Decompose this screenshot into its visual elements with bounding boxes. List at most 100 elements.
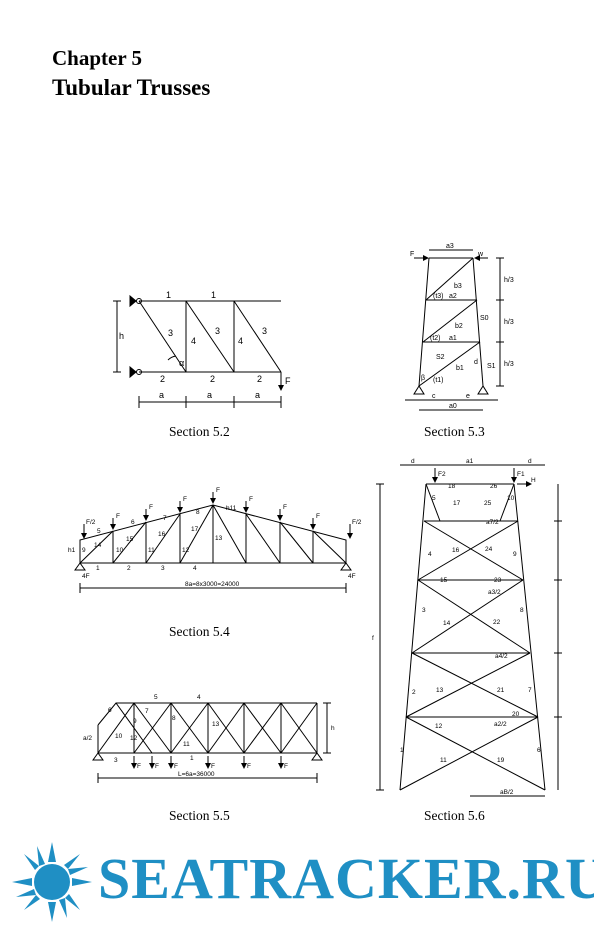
section-5-6-labels: d d a1 F1 F2 H f aB/2 a7/2 a3/2 a4/2 a2/…	[372, 458, 541, 796]
svg-text:13: 13	[212, 721, 220, 728]
svg-text:F: F	[284, 763, 288, 770]
svg-text:2: 2	[257, 374, 262, 384]
svg-text:a4/2: a4/2	[495, 653, 508, 660]
svg-text:a: a	[207, 390, 212, 400]
svg-text:21: 21	[497, 687, 505, 694]
svg-text:h/3: h/3	[504, 319, 514, 326]
truss-section-5-3	[405, 249, 504, 411]
svg-text:1: 1	[166, 290, 171, 300]
truss-section-5-4	[74, 492, 353, 593]
svg-text:1: 1	[190, 755, 194, 762]
svg-text:8: 8	[520, 607, 524, 614]
svg-text:15: 15	[126, 536, 134, 543]
svg-text:26: 26	[490, 483, 498, 490]
svg-text:a2/2: a2/2	[494, 721, 507, 728]
svg-text:a3/2: a3/2	[488, 589, 501, 596]
svg-text:2: 2	[127, 565, 131, 572]
svg-text:12: 12	[435, 723, 443, 730]
svg-text:10: 10	[507, 495, 515, 502]
caption-section-5-6: Section 5.6	[424, 808, 485, 823]
svg-text:17: 17	[191, 526, 199, 533]
svg-text:F: F	[283, 504, 287, 511]
svg-text:23: 23	[494, 577, 502, 584]
svg-text:d: d	[528, 458, 532, 465]
svg-text:F: F	[183, 496, 187, 503]
svg-text:12: 12	[130, 735, 138, 742]
svg-text:13: 13	[215, 535, 223, 542]
svg-text:19: 19	[497, 757, 505, 764]
svg-text:a1: a1	[449, 335, 457, 342]
svg-text:β: β	[421, 375, 425, 382]
svg-text:8: 8	[196, 509, 200, 516]
svg-text:4: 4	[238, 336, 243, 346]
svg-text:S1: S1	[487, 363, 496, 370]
svg-text:d: d	[411, 458, 415, 465]
svg-text:6: 6	[108, 707, 112, 714]
svg-text:F: F	[285, 376, 291, 386]
svg-text:4F: 4F	[348, 573, 356, 580]
svg-text:16: 16	[158, 531, 166, 538]
svg-text:(t2): (t2)	[430, 335, 441, 342]
svg-text:a: a	[255, 390, 260, 400]
svg-text:11: 11	[183, 741, 190, 748]
svg-text:d: d	[474, 359, 478, 366]
svg-text:2: 2	[210, 374, 215, 384]
svg-text:F: F	[316, 513, 320, 520]
svg-text:16: 16	[452, 547, 460, 554]
svg-text:3: 3	[422, 607, 426, 614]
section-5-2-labels: 1 1 2 2 2 3 3 3 4 4 h α F a a a	[119, 290, 291, 400]
svg-text:10: 10	[115, 733, 123, 740]
svg-text:h/3: h/3	[504, 277, 514, 284]
svg-text:F: F	[410, 251, 414, 258]
svg-text:c: c	[432, 393, 436, 400]
svg-text:14: 14	[443, 620, 451, 627]
svg-text:4: 4	[428, 551, 432, 558]
svg-text:24: 24	[485, 546, 493, 553]
svg-text:4: 4	[197, 694, 201, 701]
chapter-number: Chapter 5	[52, 46, 143, 70]
svg-text:3: 3	[262, 326, 267, 336]
svg-text:h: h	[119, 331, 124, 341]
truss-section-5-2	[113, 294, 284, 408]
svg-text:a: a	[159, 390, 164, 400]
svg-text:14: 14	[94, 542, 102, 549]
svg-text:aB/2: aB/2	[500, 789, 514, 796]
svg-text:7: 7	[163, 515, 167, 522]
svg-text:e: e	[466, 393, 470, 400]
svg-text:(t3): (t3)	[433, 293, 444, 300]
svg-text:h/3: h/3	[504, 361, 514, 368]
svg-text:a2: a2	[449, 293, 457, 300]
svg-text:f: f	[372, 635, 374, 642]
svg-text:12: 12	[182, 547, 190, 554]
svg-text:3: 3	[114, 757, 118, 764]
svg-text:S2: S2	[436, 354, 445, 361]
svg-text:25: 25	[484, 500, 492, 507]
svg-text:a0: a0	[449, 403, 457, 410]
svg-text:(t1): (t1)	[433, 377, 444, 384]
svg-text:b3: b3	[454, 283, 462, 290]
svg-text:15: 15	[440, 577, 448, 584]
svg-text:3: 3	[215, 326, 220, 336]
svg-text:H: H	[531, 477, 536, 484]
svg-text:11: 11	[440, 757, 447, 764]
svg-text:11: 11	[148, 547, 155, 554]
svg-text:F: F	[149, 504, 153, 511]
svg-text:F: F	[216, 487, 220, 494]
caption-section-5-3: Section 5.3	[424, 424, 485, 439]
svg-text:F: F	[174, 763, 178, 770]
svg-text:9: 9	[513, 551, 517, 558]
section-5-5-labels: L=6a=36000 h a/2 1 3 4 5 6 7 8 9 10 11 1…	[83, 694, 335, 778]
svg-text:F: F	[211, 763, 215, 770]
svg-text:5: 5	[154, 694, 158, 701]
svg-text:10: 10	[116, 547, 124, 554]
svg-text:8a=8x3000=24000: 8a=8x3000=24000	[185, 581, 240, 588]
caption-section-5-2: Section 5.2	[169, 424, 230, 439]
caption-section-5-4: Section 5.4	[169, 624, 230, 639]
svg-text:F1: F1	[517, 471, 525, 478]
svg-text:F2: F2	[438, 471, 446, 478]
svg-text:13: 13	[436, 687, 444, 694]
truss-section-5-6	[376, 464, 562, 797]
svg-text:2: 2	[160, 374, 165, 384]
svg-text:4: 4	[193, 565, 197, 572]
svg-text:7: 7	[528, 687, 532, 694]
